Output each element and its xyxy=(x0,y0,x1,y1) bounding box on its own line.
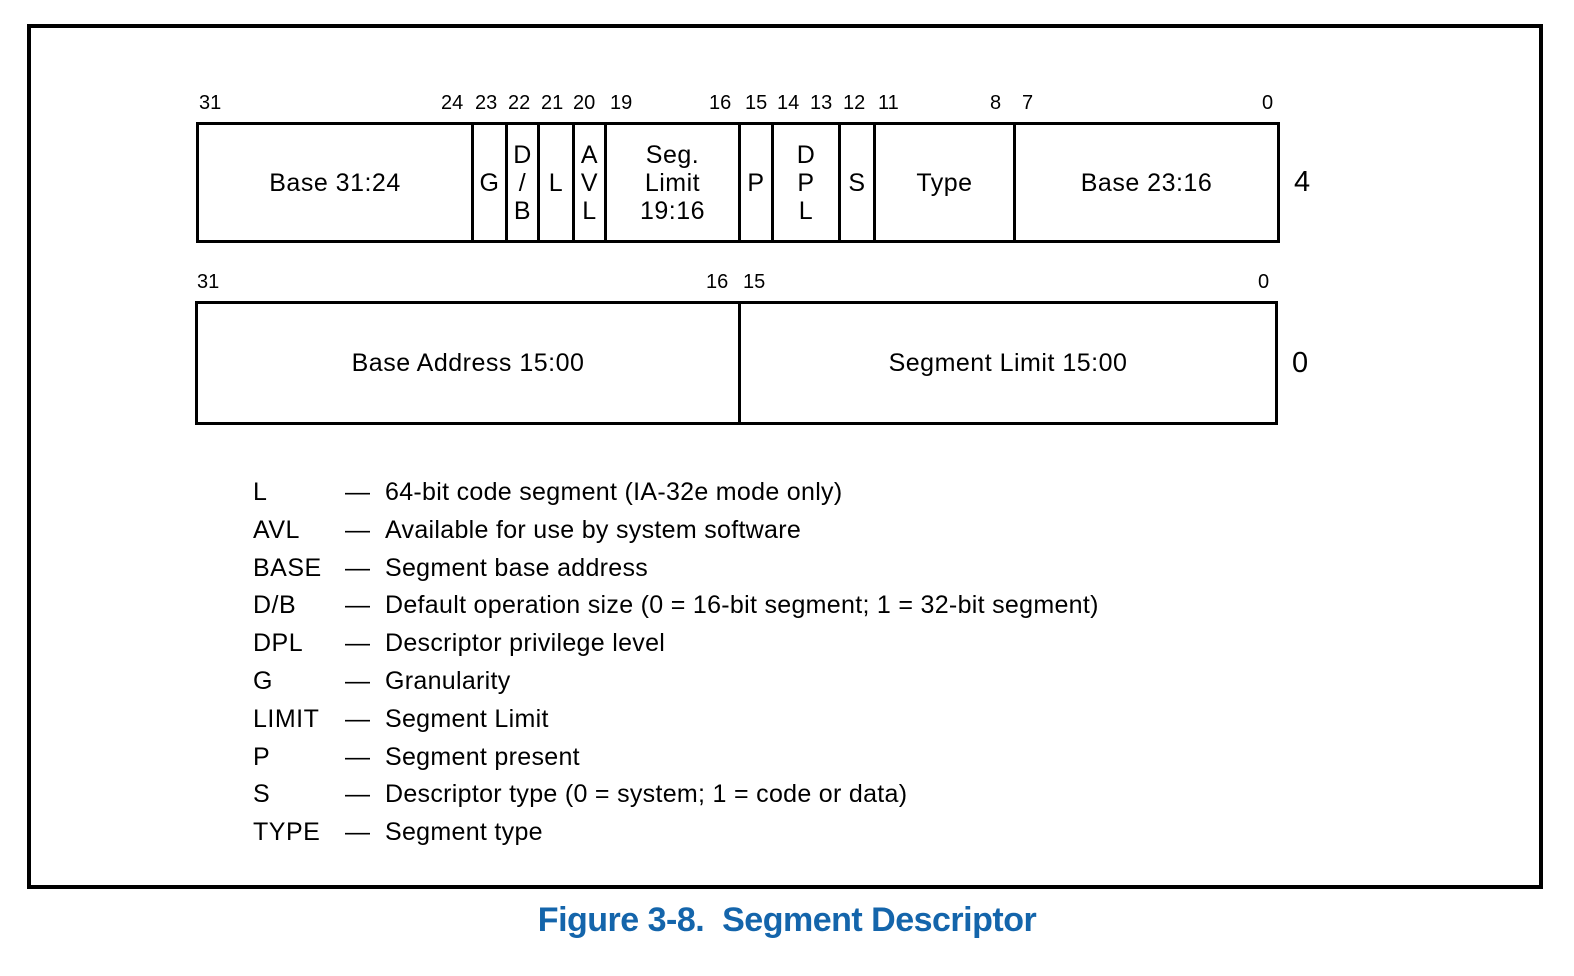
bit-label-14: 14 xyxy=(777,92,800,114)
bit-label-20: 20 xyxy=(573,92,596,114)
figure-caption: Figure 3-8. Segment Descriptor xyxy=(537,901,1037,939)
legend-dash: — xyxy=(345,704,370,733)
legend-desc: Granularity xyxy=(385,666,511,695)
bit-label-0: 0 xyxy=(1262,92,1274,114)
field-granularity: G xyxy=(471,125,505,240)
legend-desc: Segment present xyxy=(385,742,580,771)
descriptor-low-doubleword: Base Address 15:00 Segment Limit 15:00 xyxy=(195,301,1278,425)
legend-term: BASE xyxy=(253,553,322,582)
bit-label-low-15: 15 xyxy=(743,271,766,293)
bit-label-13: 13 xyxy=(810,92,833,114)
legend-desc: Available for use by system software xyxy=(385,515,802,544)
field-seg-limit-19-16: Seg. Limit 19:16 xyxy=(604,125,738,240)
field-base-address-15-00: Base Address 15:00 xyxy=(351,349,585,377)
legend-dash: — xyxy=(345,666,370,695)
byte-offset-4: 4 xyxy=(1294,166,1311,198)
legend-desc: Segment type xyxy=(385,818,543,847)
legend-dash: — xyxy=(345,591,370,620)
bit-label-21: 21 xyxy=(541,92,564,114)
legend-row-l: L — 64-bit code segment (IA-32e mode onl… xyxy=(253,474,1099,512)
field-base-31-24: Base 31:24 xyxy=(269,168,401,197)
legend-row-dpl: DPL — Descriptor privilege level xyxy=(253,625,1099,663)
field-available: A V L xyxy=(572,125,604,240)
legend-row-g: G — Granularity xyxy=(253,663,1099,701)
legend-term: P xyxy=(253,742,271,771)
bit-label-15: 15 xyxy=(745,92,768,114)
legend-dash: — xyxy=(345,742,370,771)
legend-desc: Descriptor type (0 = system; 1 = code or… xyxy=(385,780,908,809)
legend-row-s: S — Descriptor type (0 = system; 1 = cod… xyxy=(253,776,1099,814)
legend-dash: — xyxy=(345,478,370,506)
legend-term: L xyxy=(253,478,268,506)
legend-desc: 64-bit code segment (IA-32e mode only) xyxy=(385,478,843,506)
legend-dash: — xyxy=(345,515,370,544)
legend: L — 64-bit code segment (IA-32e mode onl… xyxy=(253,474,1099,852)
bit-label-24: 24 xyxy=(441,92,464,114)
legend-term: LIMIT xyxy=(253,704,320,733)
bit-label-19: 19 xyxy=(610,92,633,114)
legend-term: DPL xyxy=(253,629,304,658)
legend-row-p: P — Segment present xyxy=(253,739,1099,777)
legend-row-base: BASE — Segment base address xyxy=(253,550,1099,588)
legend-term: TYPE xyxy=(253,818,321,847)
legend-desc: Segment Limit xyxy=(385,704,549,733)
legend-row-limit: LIMIT — Segment Limit xyxy=(253,701,1099,739)
legend-dash: — xyxy=(345,629,370,658)
legend-term: D/B xyxy=(253,591,297,620)
legend-term: S xyxy=(253,780,271,809)
bit-label-16: 16 xyxy=(709,92,732,114)
legend-desc: Default operation size (0 = 16-bit segme… xyxy=(385,591,1099,620)
bit-label-31: 31 xyxy=(199,92,222,114)
field-present: P xyxy=(738,125,771,240)
legend-dash: — xyxy=(345,553,370,582)
bit-label-11: 11 xyxy=(878,92,899,114)
legend-term: G xyxy=(253,666,273,695)
field-long-mode: L xyxy=(537,125,572,240)
bit-label-8: 8 xyxy=(990,92,1002,114)
field-base-23-16: Base 23:16 xyxy=(1013,125,1277,240)
bit-label-22: 22 xyxy=(508,92,531,114)
legend-desc: Descriptor privilege level xyxy=(385,629,666,658)
legend-row-db: D/B — Default operation size (0 = 16-bit… xyxy=(253,587,1099,625)
bit-label-low-31: 31 xyxy=(197,271,220,293)
legend-row-avl: AVL — Available for use by system softwa… xyxy=(253,512,1099,550)
legend-row-type: TYPE — Segment type xyxy=(253,814,1099,852)
bit-label-12: 12 xyxy=(843,92,866,114)
field-descriptor-type: S xyxy=(838,125,873,240)
field-segment-type: Type xyxy=(873,125,1013,240)
bit-label-23: 23 xyxy=(475,92,498,114)
legend-term: AVL xyxy=(253,515,300,544)
field-segment-limit-15-00: Segment Limit 15:00 xyxy=(738,304,1275,422)
legend-dash: — xyxy=(345,818,370,847)
descriptor-high-doubleword: Base 31:24 G D / B L A V L Seg. Limit 19… xyxy=(196,122,1280,243)
field-default-op-size: D / B xyxy=(505,125,537,240)
bit-label-low-0: 0 xyxy=(1258,271,1270,293)
byte-offset-0: 0 xyxy=(1292,346,1309,379)
legend-dash: — xyxy=(345,780,370,809)
field-dpl: D P L xyxy=(771,125,838,240)
bit-label-7: 7 xyxy=(1022,92,1034,114)
legend-desc: Segment base address xyxy=(385,553,649,582)
bit-label-low-16: 16 xyxy=(706,271,729,293)
